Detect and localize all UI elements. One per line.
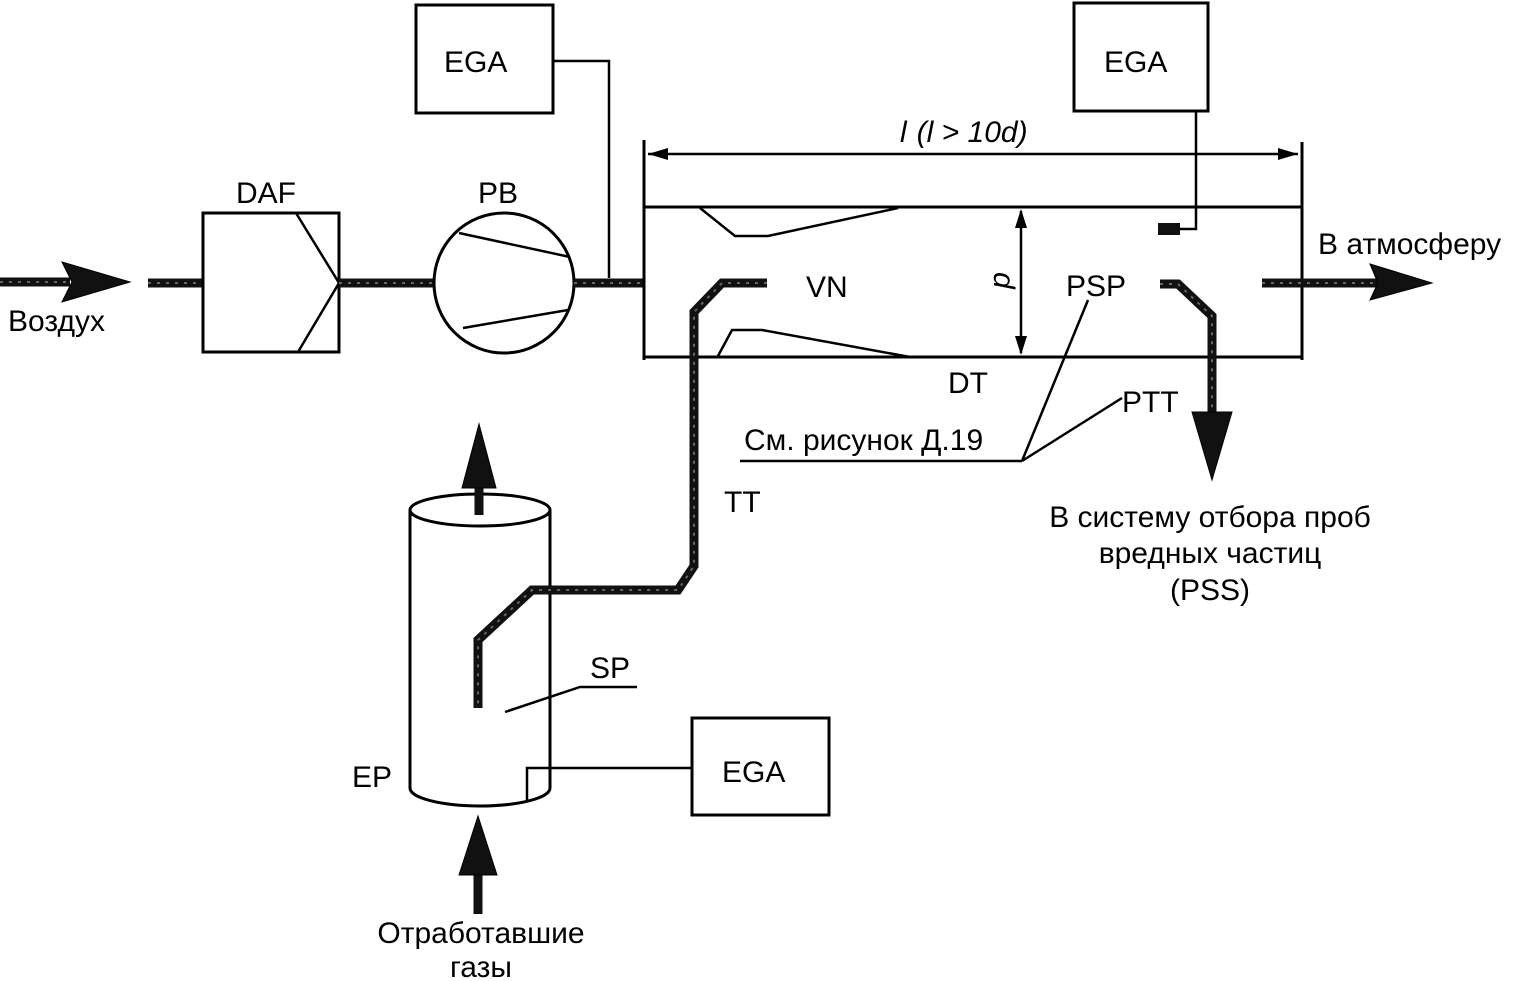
to-pss-line3: (PSS) [1170, 574, 1250, 607]
tt-label: TT [724, 486, 761, 519]
diameter-label: d [987, 272, 1020, 290]
ega-top-right-box [1072, 1, 1210, 113]
reference-note: См. рисунок Д.19 [744, 424, 983, 457]
ptt-label: PTT [1122, 386, 1179, 419]
ega-top-right-label: EGA [1104, 46, 1167, 79]
air-inlet-arrow [0, 261, 132, 303]
vn-label: VN [806, 271, 848, 304]
sp-label: SP [590, 652, 630, 685]
ega-bottom-connection [525, 766, 692, 800]
atmosphere-outlet-arrow [1262, 263, 1434, 301]
length-dimension-label: l (l > 10d) [900, 116, 1028, 149]
ep-label: EP [352, 761, 392, 794]
daf-label: DAF [236, 177, 296, 210]
to-pss-line1: В систему отбора проб [1049, 501, 1371, 534]
sp-leader [504, 685, 637, 714]
daf-filter [201, 211, 341, 354]
exhaust-inlet-label-line1: Отработавшие [377, 917, 584, 950]
reference-leader [740, 299, 1123, 463]
psp-label: PSP [1066, 270, 1126, 303]
ega-top-right-probe [1158, 223, 1180, 235]
psp-probe-and-ptt [1160, 279, 1233, 482]
dt-label: DT [948, 367, 988, 400]
to-pss-line2: вредных частиц [1099, 537, 1322, 570]
ega-bottom-label: EGA [722, 756, 785, 789]
exhaust-inlet-arrow [458, 814, 498, 914]
ega-top-right-connection [1180, 111, 1198, 231]
length-dimension [648, 148, 1298, 160]
sampling-probe-sp [473, 585, 560, 708]
pb-label: PB [478, 177, 518, 210]
ega-top-left-label: EGA [444, 46, 507, 79]
ega-top-left-box [414, 3, 555, 115]
pb-blower [432, 211, 576, 355]
exhaust-outlet-arrow [461, 422, 497, 515]
ega-bottom-box [690, 716, 831, 817]
diameter-dimension [1015, 209, 1027, 355]
air-inlet-label: Воздух [8, 305, 105, 338]
ega-top-left-connection [553, 59, 611, 278]
dilution-tunnel [642, 140, 1304, 360]
to-atmosphere-label: В атмосферу [1318, 228, 1501, 261]
venturi-mixer [699, 206, 911, 359]
exhaust-inlet-label-line2: газы [450, 951, 512, 981]
